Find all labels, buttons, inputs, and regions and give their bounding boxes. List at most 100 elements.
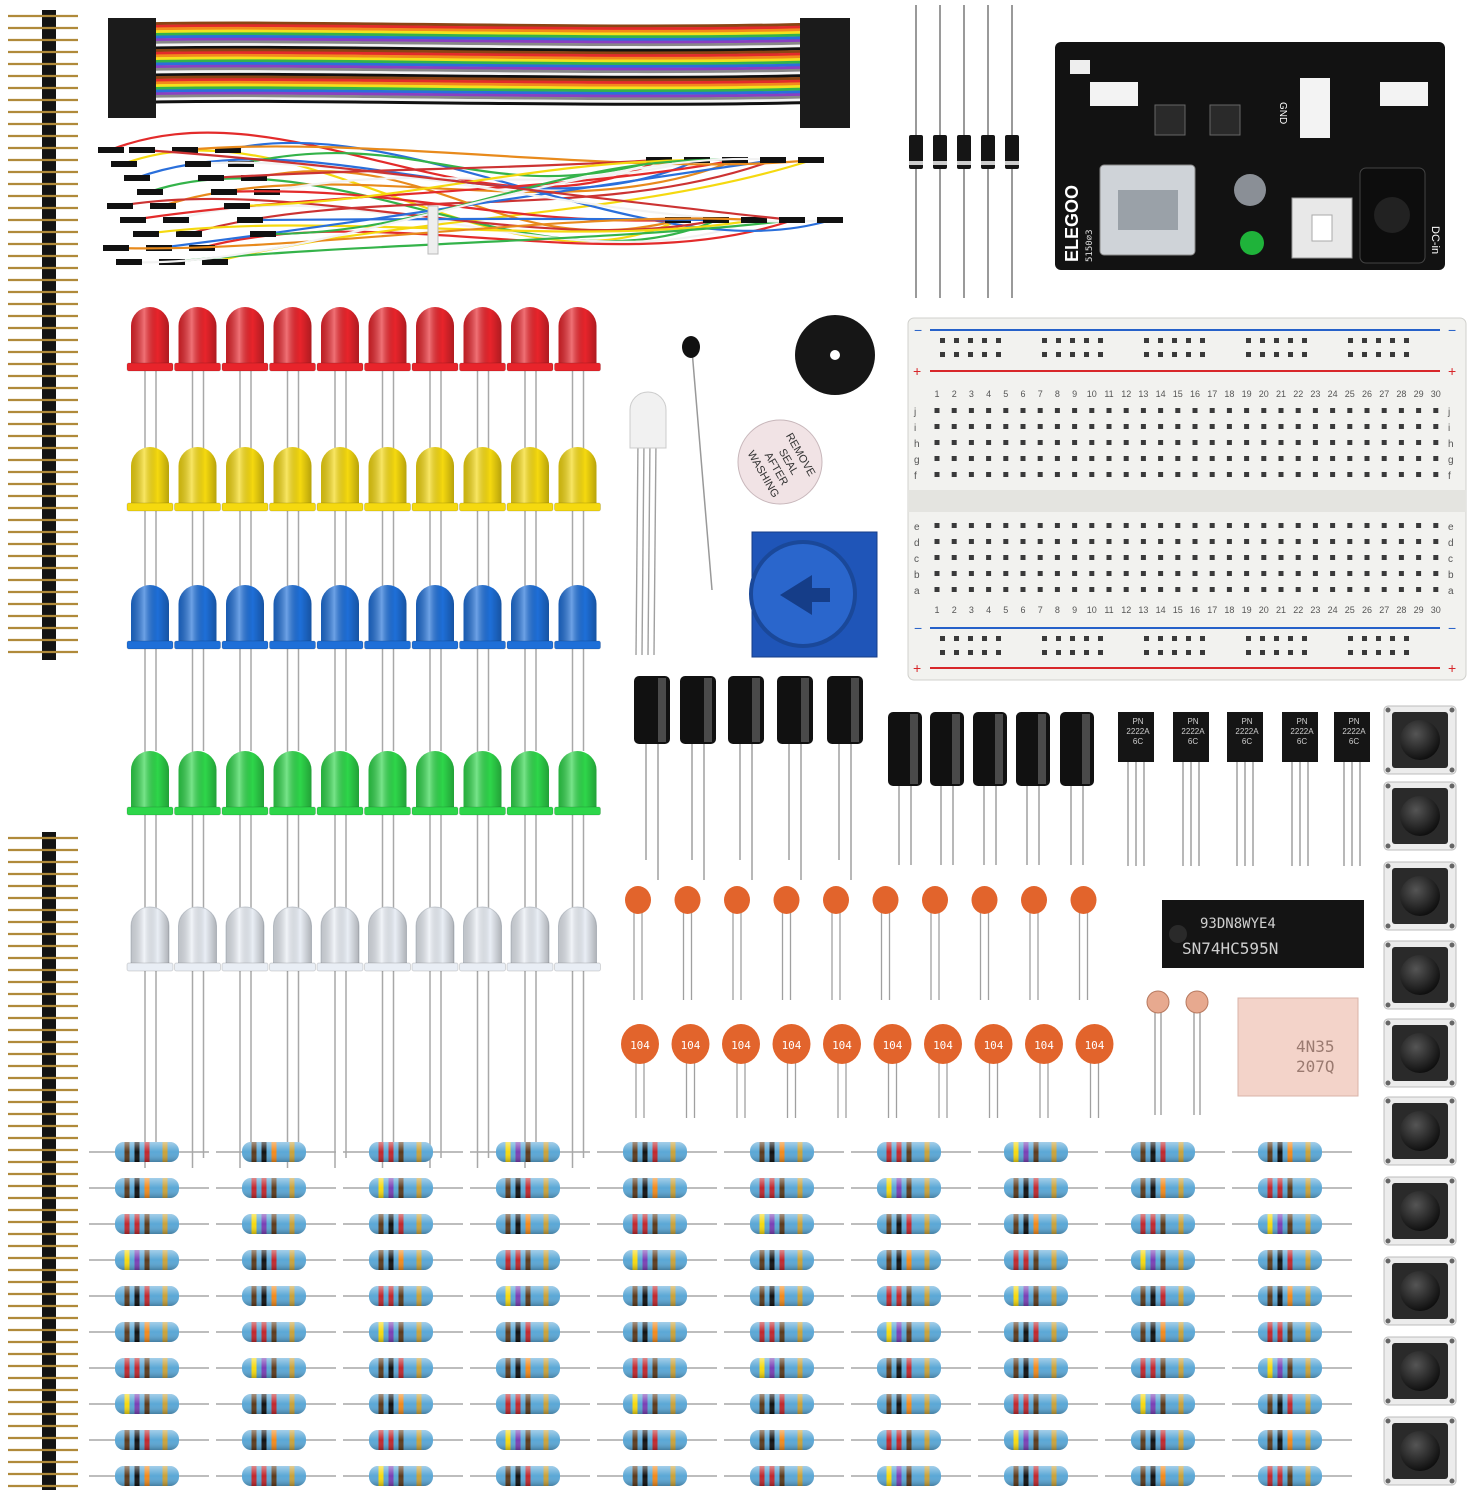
breadboard-hole xyxy=(1140,408,1146,413)
rail-hole xyxy=(1098,636,1103,641)
tactile-button-corner xyxy=(1449,1098,1455,1104)
breadboard-hole xyxy=(1226,440,1232,445)
breadboard-hole xyxy=(986,587,992,592)
ribbon-wire xyxy=(139,40,821,47)
led-rim xyxy=(269,962,316,972)
column-number-top: 3 xyxy=(969,389,974,399)
column-number-bottom: 7 xyxy=(1038,605,1043,615)
tactile-button-corner xyxy=(1385,1080,1391,1086)
column-number-bottom: 20 xyxy=(1259,605,1269,615)
transistor-body xyxy=(1118,712,1154,762)
tactile-button-corner xyxy=(1385,942,1391,948)
capacitor-stripe xyxy=(910,714,918,784)
ceramic-capacitor-small xyxy=(625,886,651,914)
rail-hole xyxy=(982,338,987,343)
column-number-bottom: 26 xyxy=(1362,605,1372,615)
led-rim xyxy=(221,962,269,972)
resistor-highlight xyxy=(877,1466,941,1486)
rail-hole xyxy=(1056,636,1061,641)
breadboard-hole xyxy=(1072,523,1078,528)
resistor-highlight xyxy=(877,1142,941,1162)
breadboard-hole xyxy=(1037,571,1043,576)
breadboard-hole xyxy=(1261,571,1267,576)
resistor-highlight xyxy=(496,1286,560,1306)
breadboard-hole xyxy=(1037,539,1043,544)
column-number-bottom: 23 xyxy=(1310,605,1320,615)
ribbon-wire xyxy=(139,48,821,55)
breadboard-hole xyxy=(1416,424,1422,429)
ribbon-wire xyxy=(139,89,821,95)
resistor-highlight xyxy=(1004,1430,1068,1450)
rail-hole xyxy=(1404,650,1409,655)
resistor-highlight xyxy=(242,1178,306,1198)
tactile-button-corner xyxy=(1449,1398,1455,1404)
rail-hole xyxy=(968,352,973,357)
column-number-bottom: 11 xyxy=(1104,605,1113,615)
breadboard-hole xyxy=(1003,408,1009,413)
breadboard-hole xyxy=(934,555,940,560)
column-number-bottom: 25 xyxy=(1345,605,1355,615)
rail-hole xyxy=(1200,650,1205,655)
led-highlight xyxy=(558,585,597,644)
breadboard-hole xyxy=(1003,587,1009,592)
capacitor-stripe xyxy=(752,678,760,742)
resistor-highlight xyxy=(750,1142,814,1162)
breadboard-hole xyxy=(1416,523,1422,528)
ribbon-wire xyxy=(139,45,821,52)
resistor-highlight xyxy=(877,1394,941,1414)
tactile-button-corner xyxy=(1449,1178,1455,1184)
breadboard-hole xyxy=(1381,456,1387,461)
power-module-label-dcin: DC-in xyxy=(1429,226,1441,254)
rail-hole xyxy=(1362,636,1367,641)
breadboard-hole xyxy=(1433,523,1439,528)
breadboard-hole xyxy=(1123,555,1129,560)
diode-band xyxy=(933,161,947,165)
led-rim xyxy=(316,362,364,372)
resistor-highlight xyxy=(1004,1394,1068,1414)
row-letter: j xyxy=(1447,407,1450,418)
rail-hole xyxy=(968,650,973,655)
breadboard-hole xyxy=(1226,555,1232,560)
rail-hole xyxy=(1158,338,1163,343)
led-highlight xyxy=(226,447,264,506)
row-letter: e xyxy=(914,522,920,533)
led-highlight xyxy=(273,307,312,366)
breadboard-hole xyxy=(1347,408,1353,413)
resistor-highlight xyxy=(877,1322,941,1342)
pin-header-1 xyxy=(42,10,56,660)
led-highlight xyxy=(178,307,217,366)
led-highlight xyxy=(416,751,454,810)
ribbon-wire xyxy=(139,86,821,93)
rail-hole xyxy=(940,352,945,357)
breadboard-hole xyxy=(1226,408,1232,413)
breadboard-hole xyxy=(934,424,940,429)
tactile-button-corner xyxy=(1449,1478,1455,1484)
ceramic-cap-code: 104 xyxy=(1034,1039,1054,1052)
breadboard-hole xyxy=(1106,555,1112,560)
ribbon-wire xyxy=(139,51,821,58)
led-highlight xyxy=(416,585,454,644)
breadboard-hole xyxy=(1261,424,1267,429)
led-rim xyxy=(554,806,601,816)
breadboard-hole xyxy=(1209,424,1215,429)
breadboard-hole xyxy=(1330,555,1336,560)
breadboard-hole xyxy=(1295,472,1301,477)
led-grid xyxy=(126,307,601,1168)
shift-register-line2: SN74HC595N xyxy=(1182,939,1278,958)
rail-hole xyxy=(1260,352,1265,357)
led-rim xyxy=(126,640,174,650)
column-number-bottom: 4 xyxy=(986,605,991,615)
led-highlight xyxy=(558,447,597,506)
breadboard-hole xyxy=(1347,587,1353,592)
led-rim xyxy=(316,806,364,816)
transistor-label: PN xyxy=(1187,717,1198,726)
led-rim xyxy=(126,502,174,512)
breadboard-hole xyxy=(1037,424,1043,429)
tactile-button-corner xyxy=(1449,1418,1455,1424)
resistor-highlight xyxy=(750,1430,814,1450)
column-number-bottom: 28 xyxy=(1396,605,1406,615)
breadboard-hole xyxy=(1123,472,1129,477)
tactile-button-cap xyxy=(1400,1191,1440,1231)
rail-hole xyxy=(1390,338,1395,343)
led-highlight xyxy=(511,907,549,966)
